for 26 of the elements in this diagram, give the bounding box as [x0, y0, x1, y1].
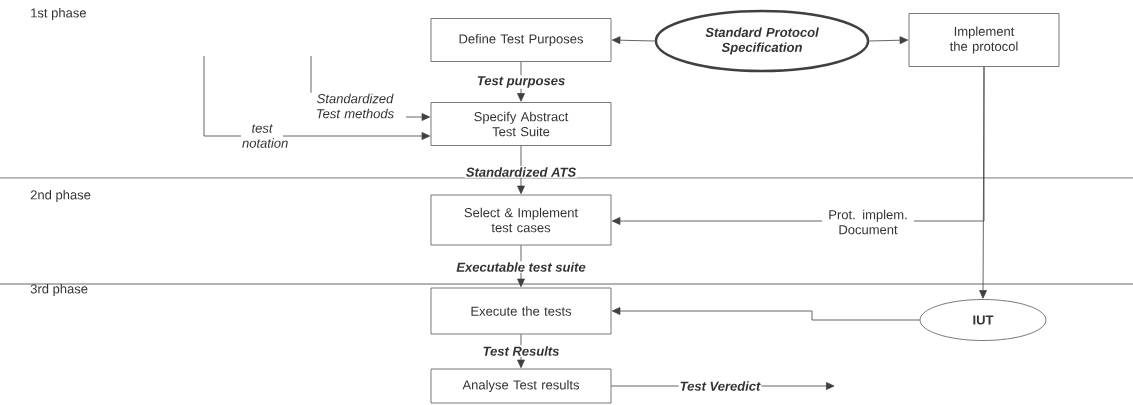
arrow [517, 61, 525, 102]
edge-label: Standardized ATS [464, 166, 578, 178]
phase-label: 2nd phase [30, 189, 91, 203]
arrow [611, 307, 921, 321]
edge-label: Test purposes [475, 75, 567, 89]
arrow [517, 244, 525, 288]
arrow [517, 333, 525, 369]
process-box: Execute the tests [430, 287, 612, 335]
edge-label: test notation [241, 123, 288, 149]
phase-label: 3rd phase [30, 283, 88, 297]
arrow [868, 36, 909, 45]
arrow [611, 36, 656, 45]
process-box: Select & Implement test cases [430, 194, 612, 246]
process-box: Implement the protocol [908, 13, 1060, 67]
edge-label: Test Veredict [678, 380, 762, 392]
edge-label: Standardized Test methods [304, 92, 406, 120]
process-box: Define Test Purposes [430, 18, 612, 62]
process-box: Analyse Test results [430, 368, 612, 404]
arrow [517, 145, 525, 195]
ellipse-node: IUT [919, 299, 1047, 341]
edge-label: Test Results [481, 345, 561, 357]
edge-label: Executable test suite [455, 261, 587, 273]
process-box: Specify Abstract Test Suite [430, 102, 612, 146]
phase-label: 1st phase [31, 7, 86, 21]
arrow [979, 66, 987, 299]
edge-label: Prot. implem. Document [822, 208, 914, 236]
